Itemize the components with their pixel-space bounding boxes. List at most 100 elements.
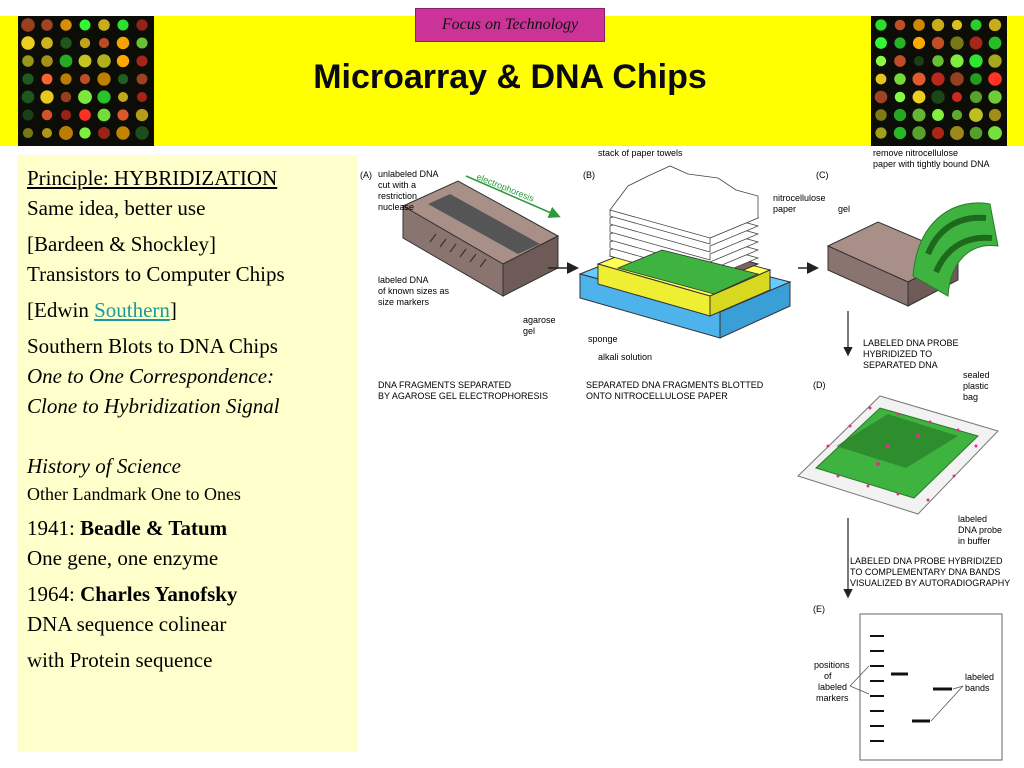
array-spot <box>98 19 110 31</box>
array-spot <box>988 90 1002 104</box>
array-spot <box>60 37 72 49</box>
array-spot <box>78 54 92 68</box>
gel-slab-c <box>826 202 999 307</box>
array-spot <box>931 72 945 86</box>
array-spot <box>97 54 111 68</box>
positions-markers-label: positions of labeled markers <box>814 660 852 703</box>
array-spot <box>969 108 983 122</box>
panel-c-label: (C) <box>816 170 829 180</box>
array-spot <box>116 36 130 50</box>
labeled-probe-label: labeled DNA probe in buffer <box>958 514 1005 546</box>
array-spot <box>41 73 53 85</box>
slide-title: Microarray & DNA Chips <box>313 58 707 96</box>
array-spot <box>875 37 887 49</box>
array-spot <box>913 19 925 31</box>
correspondence-line: One to One Correspondence: <box>27 364 275 388</box>
array-spot <box>913 55 925 67</box>
array-spot <box>22 127 34 139</box>
agarose-gel-label: agarose gel <box>523 315 558 336</box>
array-spot <box>969 126 983 140</box>
array-spot <box>98 127 110 139</box>
array-spot <box>894 55 906 67</box>
notes-panel: Principle: HYBRIDIZATION Same idea, bett… <box>17 155 358 752</box>
array-spot <box>59 54 73 68</box>
array-spot <box>969 36 983 50</box>
blot-stack <box>578 165 792 339</box>
array-spot <box>117 91 129 103</box>
array-spot <box>988 72 1002 86</box>
electrophoresis-arrow <box>465 175 561 218</box>
array-spot <box>41 37 53 49</box>
array-spot <box>116 54 130 68</box>
array-spot <box>894 73 906 85</box>
array-spot <box>893 108 907 122</box>
array-spot <box>59 126 73 140</box>
edwin-line: [Edwin Southern] <box>27 295 348 325</box>
array-spot <box>894 37 906 49</box>
array-spot <box>988 126 1002 140</box>
array-spot <box>950 36 964 50</box>
caption-d: LABELED DNA PROBE HYBRIDIZED TO COMPLEME… <box>850 556 1010 588</box>
array-spot <box>98 37 110 49</box>
bardeen-line: [Bardeen & Shockley] <box>27 232 216 256</box>
colinear-line: DNA sequence colinear <box>27 612 227 636</box>
array-spot <box>931 18 945 32</box>
year-1964: 1964: <box>27 582 81 606</box>
hybridization-bag <box>797 395 999 515</box>
year-1941: 1941: <box>27 516 81 540</box>
array-spot <box>60 91 72 103</box>
principle-note: Same idea, better use <box>27 196 206 220</box>
array-spot <box>22 55 34 67</box>
array-spot <box>912 90 926 104</box>
array-spot <box>912 36 926 50</box>
landmark-line: Other Landmark One to Ones <box>27 484 241 504</box>
beadle-line: 1941: Beadle & Tatum <box>27 513 348 543</box>
charles-yanofsky: Charles Yanofsky <box>80 582 238 606</box>
array-spot <box>988 108 1002 122</box>
array-spot <box>40 90 54 104</box>
array-spot <box>912 108 926 122</box>
array-spot <box>21 36 35 50</box>
edwin-suffix: ] <box>169 298 177 322</box>
unlabeled-dna-label: unlabeled DNA cut with a restriction nuc… <box>378 169 441 212</box>
size-markers-label: labeled DNA of known sizes as size marke… <box>378 275 452 307</box>
array-spot <box>136 37 148 49</box>
array-spot <box>951 91 963 103</box>
array-spot <box>988 54 1002 68</box>
array-spot <box>969 54 983 68</box>
array-spot <box>951 109 963 121</box>
array-spot <box>21 18 35 32</box>
array-spot <box>874 90 888 104</box>
array-spot <box>875 55 887 67</box>
autoradiograph <box>849 613 1003 761</box>
array-spot <box>79 109 91 121</box>
panel-d-label: (D) <box>813 380 826 390</box>
array-spot <box>79 73 91 85</box>
array-spot <box>60 73 72 85</box>
array-spot <box>970 73 982 85</box>
gel-slab-a <box>401 180 560 297</box>
array-spot <box>931 90 945 104</box>
array-spot <box>78 90 92 104</box>
yanofsky-line: 1964: Charles Yanofsky <box>27 579 348 609</box>
labeled-bands-label: labeled bands <box>965 672 997 693</box>
array-spot <box>969 90 983 104</box>
caption-b: SEPARATED DNA FRAGMENTS BLOTTED ONTO NIT… <box>586 380 766 401</box>
array-spot <box>951 19 963 31</box>
remove-nitro-label: remove nitrocellulose paper with tightly… <box>873 148 990 169</box>
panel-b-label: (B) <box>583 170 595 180</box>
array-spot <box>60 109 72 121</box>
southern-link[interactable]: Southern <box>94 298 170 322</box>
array-spot <box>932 109 944 121</box>
array-spot <box>117 19 129 31</box>
blots-line: Southern Blots to DNA Chips <box>27 334 278 358</box>
array-spot <box>22 73 34 85</box>
protein-line: with Protein sequence <box>27 648 213 672</box>
array-spot <box>79 19 91 31</box>
array-spot <box>117 109 129 121</box>
array-spot <box>970 19 982 31</box>
caption-c: LABELED DNA PROBE HYBRIDIZED TO SEPARATE… <box>863 338 961 370</box>
array-spot <box>894 91 906 103</box>
array-spot <box>97 90 111 104</box>
array-spot <box>931 36 945 50</box>
